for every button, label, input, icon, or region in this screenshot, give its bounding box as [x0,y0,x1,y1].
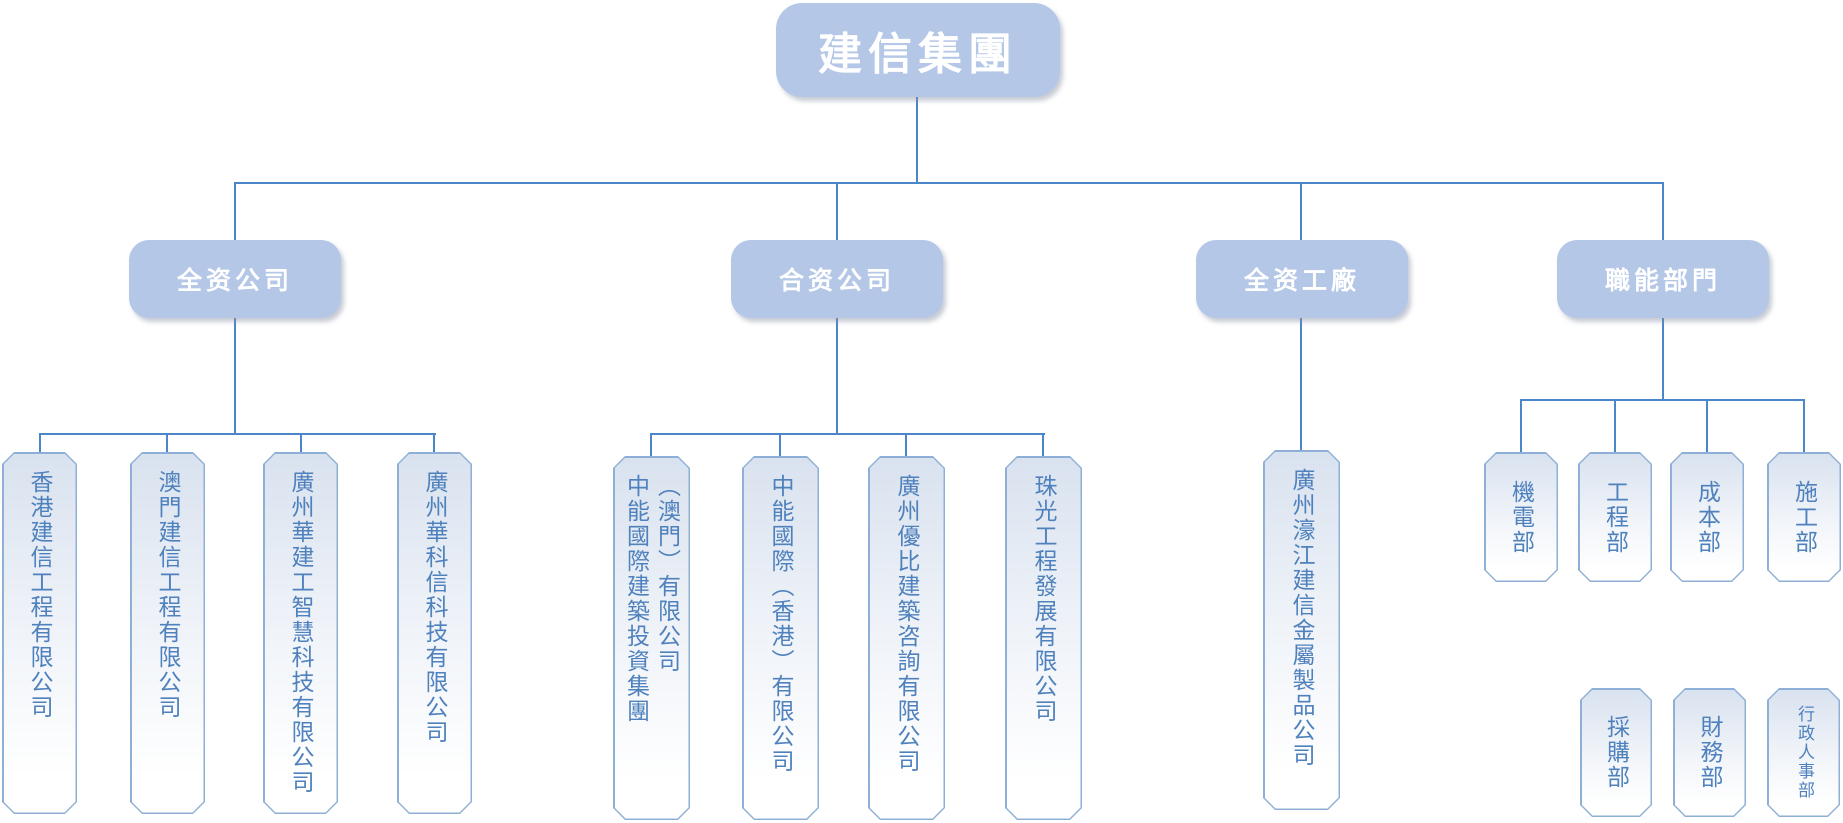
connector-root-stub [916,97,918,183]
company-node-zhongneng-hk: 中能國際（香港）有限公司 [742,456,819,820]
dept-node-engineering: 工程部 [1578,452,1652,582]
company-node-surface: 廣州濠江建信金屬製品公司 [1265,452,1339,809]
branch-node-wholly-owned: 全资公司 [129,240,341,318]
connector-wholly-drop-4 [433,433,435,452]
company-name: 廣州華科信科技有限公司 [422,469,449,745]
dept-node-surface: 施工部 [1769,454,1840,581]
company-name: 香港建信工程有限公司 [27,469,54,720]
company-node-surface: 中能國際建築投資集團（澳門）有限公司 [615,458,689,819]
connector-jv-drop-4 [1042,433,1044,456]
branch-node-factory: 全资工廠 [1196,240,1408,318]
branch-label-factory: 全资工廠 [1243,267,1360,295]
dept-node-surface: 行政人事部 [1769,690,1839,816]
connector-wholly-feed [234,318,236,435]
dept-name: 行政人事部 [1794,705,1814,800]
company-name: 澳門建信工程有限公司 [155,469,182,720]
connector-wholly-drop-1 [39,433,41,452]
company-node-gz-haojiang: 廣州濠江建信金屬製品公司 [1263,450,1340,810]
dept-node-mechanical-electrical: 機電部 [1484,452,1558,582]
connector-wholly-drop-2 [166,433,168,452]
company-name: 珠光工程發展有限公司 [1031,473,1058,724]
company-node-zhuguang: 珠光工程發展有限公司 [1005,456,1082,820]
company-node-surface: 廣州華科信科技有限公司 [399,454,471,813]
dept-name: 成本部 [1694,479,1721,555]
connector-jv-drop-1 [650,433,652,456]
company-node-surface: 廣州華建工智慧科技有限公司 [265,454,337,813]
dept-name: 採購部 [1603,715,1630,790]
company-node-surface: 澳門建信工程有限公司 [132,454,204,813]
company-name: 廣州華建工智慧科技有限公司 [288,469,315,795]
company-node-zhongneng-macau: 中能國際建築投資集團（澳門）有限公司 [613,456,690,820]
company-name: 中能國際建築投資集團（澳門）有限公司 [623,473,681,724]
connector-wholly-rail [39,433,436,435]
company-name: 廣州優比建築咨詢有限公司 [894,473,921,774]
connector-jv-rail [650,433,1045,435]
dept-name: 機電部 [1508,479,1535,555]
dept-node-admin-hr: 行政人事部 [1767,688,1840,817]
company-node-surface: 香港建信工程有限公司 [4,454,76,813]
dept-node-surface: 成本部 [1672,454,1743,581]
dept-node-surface: 機電部 [1486,454,1557,581]
connector-dept-drop-3 [1706,399,1708,452]
connector-dept-rail [1520,399,1805,401]
company-node-gz-huajiangong: 廣州華建工智慧科技有限公司 [263,452,338,814]
dept-node-cost: 成本部 [1670,452,1744,582]
dept-name: 施工部 [1791,479,1818,555]
connector-dept-drop-2 [1614,399,1616,452]
dept-node-construction: 施工部 [1767,452,1841,582]
connector-drop-factory [1300,182,1302,240]
company-node-gz-huakexin: 廣州華科信科技有限公司 [397,452,472,814]
company-name: 廣州濠江建信金屬製品公司 [1289,467,1316,768]
company-node-macau-jianxin: 澳門建信工程有限公司 [130,452,205,814]
dept-node-finance: 財務部 [1673,688,1746,817]
company-name: 中能國際（香港）有限公司 [768,473,795,774]
company-node-surface: 珠光工程發展有限公司 [1007,458,1081,819]
connector-jv-drop-3 [905,433,907,456]
branch-label-wholly-owned: 全资公司 [176,267,293,295]
connector-jv-feed [836,318,838,435]
connector-drop-joint-venture [836,182,838,240]
company-node-hk-jianxin: 香港建信工程有限公司 [2,452,77,814]
branch-label-departments: 職能部門 [1604,267,1721,295]
company-node-surface: 中能國際（香港）有限公司 [744,458,818,819]
company-node-surface: 廣州優比建築咨詢有限公司 [870,458,944,819]
connector-dept-drop-4 [1803,399,1805,452]
branch-label-joint-venture: 合资公司 [778,267,895,295]
dept-node-surface: 財務部 [1675,690,1745,816]
connector-drop-wholly-owned [234,182,236,240]
org-root-label: 建信集團 [818,30,1018,79]
connector-jv-drop-2 [779,433,781,456]
connector-level1-rail [234,182,1664,184]
connector-wholly-drop-3 [300,433,302,452]
connector-factory-feed [1300,318,1302,450]
branch-node-departments: 職能部門 [1557,240,1769,318]
company-node-gz-youbi: 廣州優比建築咨詢有限公司 [868,456,945,820]
dept-node-procurement: 採購部 [1580,688,1652,817]
dept-name: 財務部 [1697,715,1724,790]
org-root-node: 建信集團 [776,3,1060,97]
dept-name: 工程部 [1602,479,1629,555]
connector-dept-drop-1 [1520,399,1522,452]
branch-node-joint-venture: 合资公司 [731,240,943,318]
connector-dept-feed [1662,318,1664,401]
connector-drop-departments [1662,182,1664,240]
dept-node-surface: 工程部 [1580,454,1651,581]
dept-node-surface: 採購部 [1582,690,1651,816]
